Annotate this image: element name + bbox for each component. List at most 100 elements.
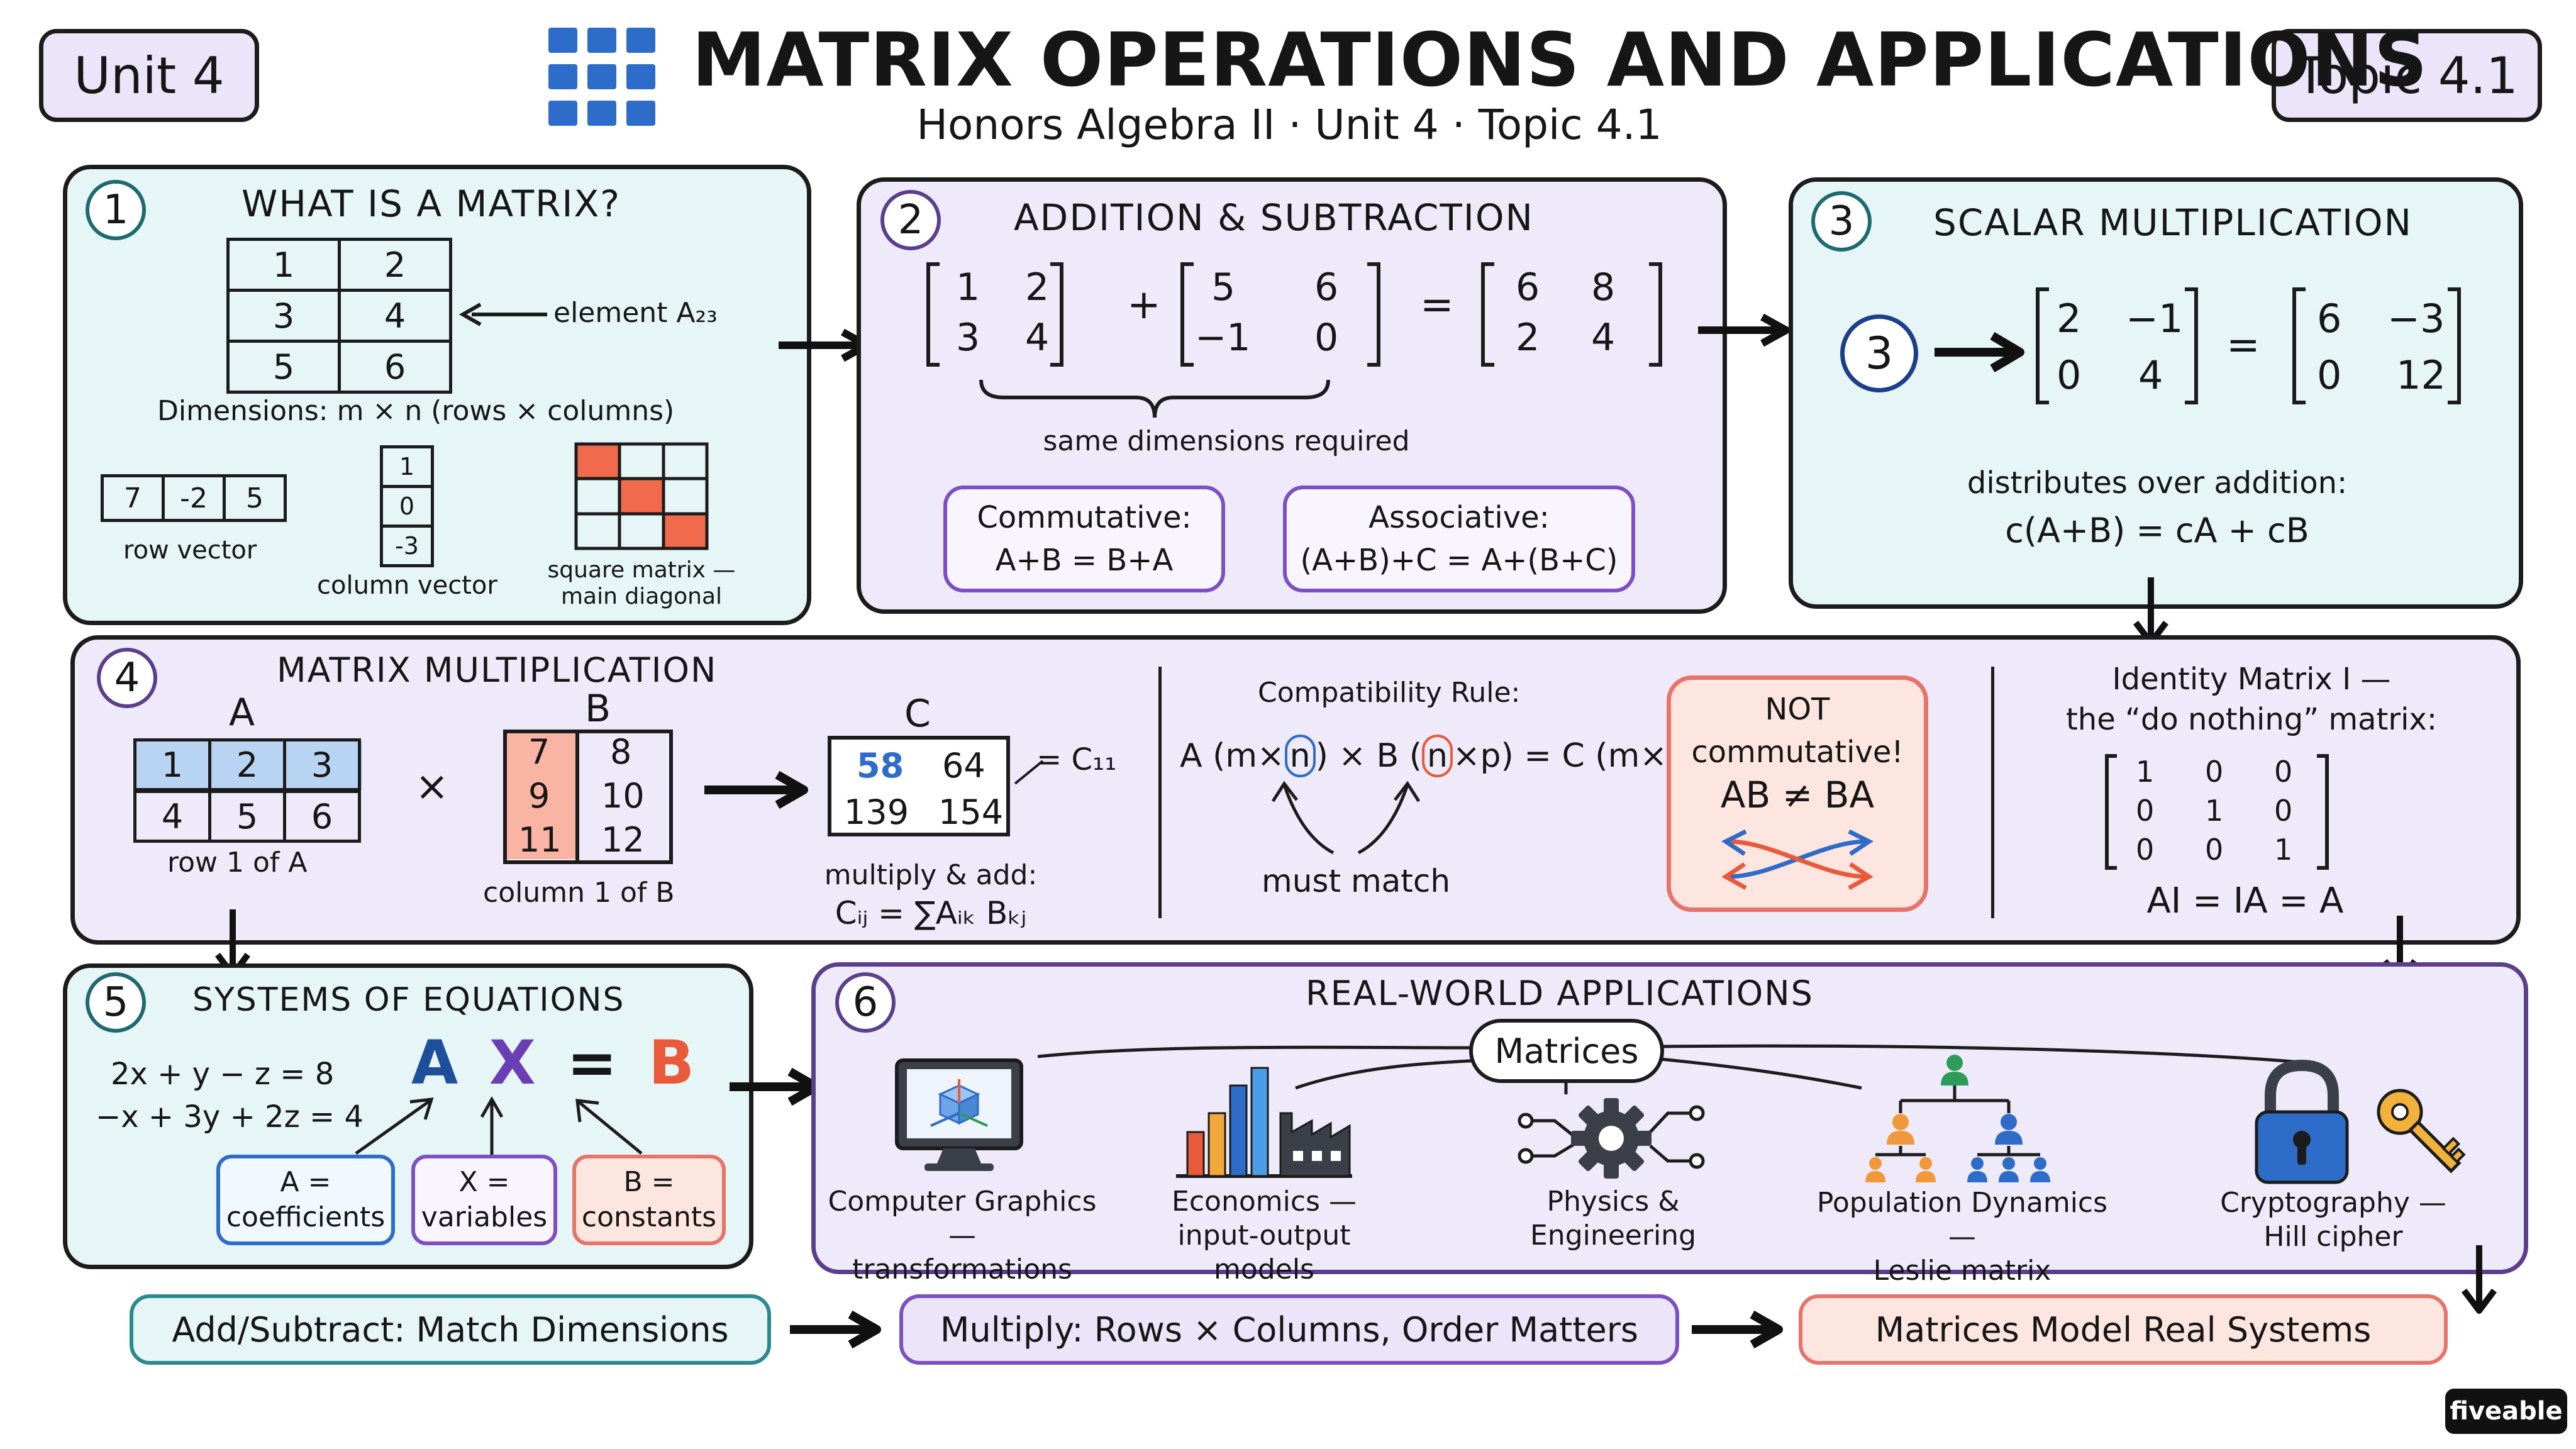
family-tree-icon: [1865, 1055, 2050, 1182]
brace-icon: [979, 379, 1330, 418]
section-scalar-multiplication: [1789, 177, 2523, 609]
matrix-cell: 1: [956, 265, 980, 309]
app-label-1: Computer Graphics —: [828, 1185, 1097, 1252]
identity-title: Identity Matrix I — the “do nothing” mat…: [2025, 659, 2478, 740]
multiply-add-line-1: multiply & add:: [824, 859, 1038, 891]
scalar-result-matrix: 6 −3 0 12: [2308, 289, 2459, 409]
matrices-hub: Matrices: [1469, 1019, 1664, 1083]
summary-real-systems: Matrices Model Real Systems: [1799, 1294, 2448, 1365]
matrix-cell: 1: [2205, 794, 2224, 828]
big-x: X: [489, 1028, 536, 1098]
distributive-note: distributes over addition: c(A+B) = cA +…: [1824, 459, 2490, 555]
dimensions-note: Dimensions: m × n (rows × columns): [157, 395, 675, 427]
matrix-cell: 1: [2136, 755, 2155, 789]
matrix-cell: 4: [133, 789, 211, 843]
matrix-cell: 64: [942, 746, 985, 786]
lock-key-icon: [2255, 1059, 2466, 1184]
section-2-number: 2: [880, 190, 941, 250]
big-a: A: [411, 1028, 458, 1098]
section-1-title: WHAT IS A MATRIX?: [242, 182, 621, 225]
matrix-cell: 0: [2205, 755, 2224, 789]
page-subtitle: Honors Algebra II · Unit 4 · Topic 4.1: [916, 101, 1662, 149]
topic-badge: Topic 4.1: [2272, 29, 2542, 122]
not-line-3: AB ≠ BA: [1720, 774, 1875, 816]
square-matrix-label: square matrix — main diagonal: [535, 557, 748, 610]
matrix-c: 58 64 139 154: [828, 736, 1010, 836]
pointer-arrows-icon: [355, 1096, 643, 1155]
identity-rule: AI = IA = A: [2146, 880, 2344, 921]
identity-line-1: Identity Matrix I —: [2112, 662, 2391, 697]
column-1-caption: column 1 of B: [483, 877, 675, 909]
topic-badge-text: Topic 4.1: [2296, 46, 2518, 105]
row-vector: 7 -2 5: [101, 474, 287, 522]
commutative-box: Commutative: A+B = B+A: [943, 486, 1225, 592]
compat-part: ) × B (: [1315, 737, 1422, 775]
fiveable-logo-text: fiveable: [2450, 1397, 2563, 1426]
matrix-cell: 4: [1025, 316, 1050, 360]
compat-part: A (m×: [1180, 737, 1285, 775]
matrix-cell: −1: [2126, 296, 2184, 341]
matrix-cell: 0: [2205, 833, 2224, 867]
same-dimensions-note: same dimensions required: [1043, 425, 1410, 457]
scalar-brackets: [2036, 287, 2461, 404]
matrix-cell: 6: [338, 340, 452, 394]
divider: [1991, 667, 1994, 918]
app-population-dynamics: Population Dynamics — Leslie matrix: [1805, 1186, 2119, 1288]
section-1-number: 1: [86, 180, 146, 240]
identity-matrix: 1 0 0 0 1 0 0 0 1: [2119, 752, 2321, 872]
matrix-cell: 4: [2138, 352, 2163, 398]
matrix-cell: 6: [1516, 265, 1540, 309]
unit-badge: Unit 4: [39, 29, 259, 122]
matched-n: n: [1284, 735, 1316, 777]
section-2-title: ADDITION & SUBTRACTION: [1014, 196, 1534, 239]
matrix-a: 1 2 3 4: [943, 262, 1050, 375]
row-1-caption: row 1 of A: [167, 847, 308, 879]
element-label: element A₂₃: [553, 297, 718, 329]
matrix-cell: 9: [528, 776, 550, 816]
square-matrix-diagram: [574, 442, 709, 550]
unit-badge-text: Unit 4: [74, 46, 225, 105]
matrix-cell: 2: [1025, 265, 1050, 309]
row-vector-cell: 7: [101, 474, 165, 522]
app-label-1: Physics &: [1546, 1185, 1680, 1218]
column-vector: 1 0 -3: [380, 445, 434, 567]
matrix-cell: 4: [338, 289, 452, 343]
matrix-cell: 0: [2317, 352, 2342, 398]
app-computer-graphics: Computer Graphics — transformations: [824, 1185, 1101, 1287]
compatibility-rule: A (m×n) × B (n×p) = C (m×p): [1180, 735, 1701, 777]
square-matrix-label-1: square matrix —: [547, 557, 736, 583]
matrix-cell: 139: [844, 792, 909, 832]
section-6-title: REAL-WORLD APPLICATIONS: [1306, 974, 1814, 1013]
distributive-line-2: c(A+B) = cA + cB: [2005, 511, 2309, 550]
coefficients-box: A = coefficients: [216, 1155, 395, 1245]
identity-brackets: [2105, 754, 2329, 870]
matrix-cell: 2: [209, 738, 285, 793]
matrix-cell: 0: [2136, 794, 2155, 828]
app-label-1: Economics —: [1172, 1185, 1357, 1218]
not-line-2: commutative!: [1691, 735, 1904, 770]
matrix-b: 5 6 −1 0: [1189, 262, 1377, 375]
matrix-cell: 11: [518, 820, 562, 860]
arrow-right-icon: [730, 1067, 821, 1106]
matrix-cell: 154: [938, 792, 1004, 832]
matrix-cell: 3: [956, 316, 980, 360]
matrix-a-grid: 1 2 3 4 5 6: [133, 738, 361, 843]
matrix-c-label: C: [904, 692, 931, 736]
section-3-title: SCALAR MULTIPLICATION: [1933, 201, 2413, 244]
matrix-cell: 6: [2317, 296, 2342, 341]
commutative-title: Commutative:: [977, 500, 1192, 535]
arrow-left-icon: [458, 303, 547, 326]
matrix-cell: 8: [1591, 265, 1616, 309]
app-label-2: input-output models: [1177, 1219, 1351, 1285]
summary-multiply-text: Multiply: Rows × Columns, Order Matters: [940, 1309, 1639, 1350]
big-equals: =: [567, 1028, 618, 1098]
app-label-1: Population Dynamics —: [1816, 1187, 2108, 1253]
matrix-cell: 1: [226, 238, 341, 292]
app-label-1: Cryptography —: [2220, 1187, 2446, 1219]
coefficients-line-1: A =: [280, 1166, 331, 1198]
row-vector-label: row vector: [123, 536, 257, 565]
matrix-cell: 12: [2396, 352, 2446, 398]
matrix-cell: 4: [1591, 316, 1616, 360]
equals-sign: =: [2226, 322, 2260, 369]
matrices-hub-label: Matrices: [1494, 1031, 1639, 1071]
